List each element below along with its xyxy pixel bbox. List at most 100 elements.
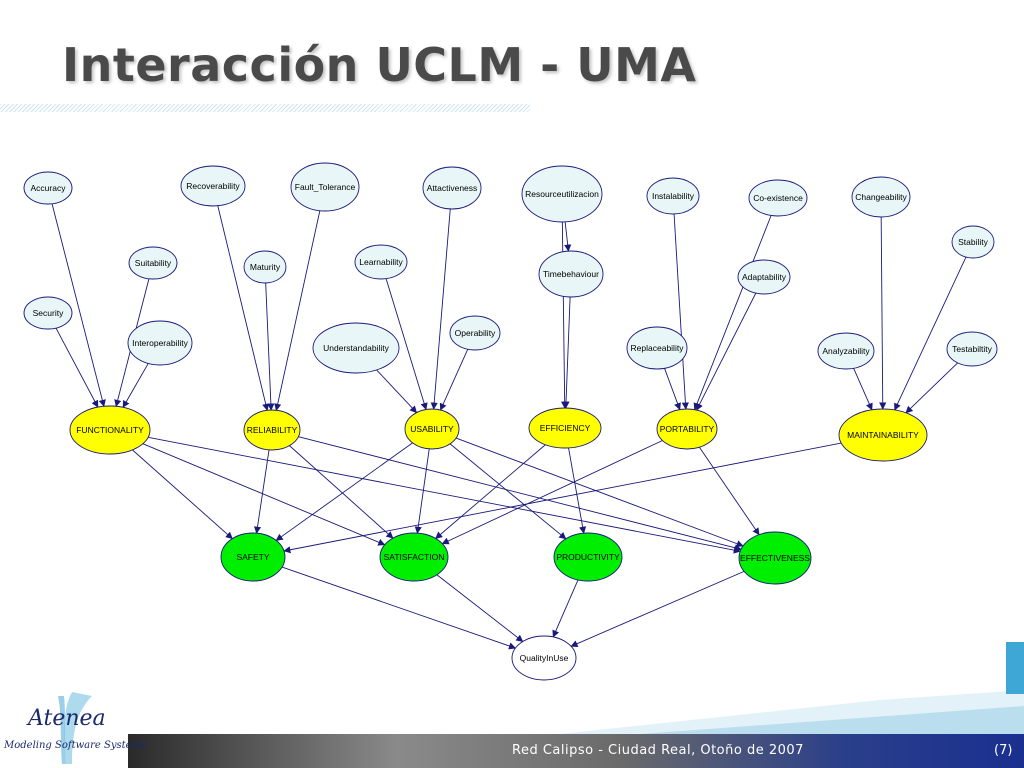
node-replaceability-label: Replaceability — [631, 343, 685, 353]
node-safety: SAFETY — [220, 532, 286, 582]
node-attractiveness-label: Attactiveness — [427, 183, 478, 193]
edge-usability-to-satisfaction — [414, 448, 430, 534]
edge-usability-to-effectiveness — [455, 437, 744, 548]
node-understandability-shape — [312, 322, 400, 374]
edge-functionality-to-safety — [132, 449, 233, 540]
node-resourceutilization-shape — [521, 165, 603, 223]
node-accuracy-shape — [23, 171, 73, 205]
slide-title: Interacción UCLM - UMA — [62, 38, 697, 92]
edge-portability-to-effectiveness — [699, 446, 760, 536]
node-maturity-label: Maturity — [250, 262, 281, 272]
diagram-edges — [51, 203, 967, 650]
node-stability-shape — [951, 225, 995, 259]
node-learnability-label: Learnability — [359, 257, 403, 267]
node-changeability-label: Changeability — [855, 192, 907, 202]
edge-maintainability-to-safety — [283, 442, 842, 554]
node-understandability: Understandability — [312, 322, 400, 374]
node-instalability-shape — [646, 177, 700, 215]
node-coexistence: Co-existence — [748, 179, 808, 217]
node-operability: Operability — [449, 315, 501, 351]
node-accuracy: Accuracy — [23, 171, 73, 205]
node-effectiveness: EFFECTIVENESS — [738, 531, 812, 585]
node-productivity: PRODUCTIVITY — [553, 532, 623, 582]
node-interoperability-shape — [127, 320, 193, 366]
edge-resourceutilization-to-efficiency — [561, 221, 569, 409]
node-learnability-shape — [354, 244, 408, 280]
node-portability-shape — [656, 408, 718, 450]
node-attractiveness-shape — [422, 166, 482, 210]
node-effectiveness-shape — [738, 531, 812, 585]
node-testability-label: Testabiltity — [952, 344, 992, 354]
edge-timebehaviour-to-efficiency — [562, 296, 571, 409]
node-usability: USABILITY — [404, 408, 460, 450]
node-productivity-shape — [553, 532, 623, 582]
node-adaptability-shape — [737, 259, 791, 295]
edge-security-to-functionality — [55, 327, 99, 408]
node-productivity-label: PRODUCTIVITY — [556, 552, 620, 562]
edge-satisfaction-to-qualityinuse — [436, 574, 524, 642]
edge-coexistence-to-portability — [693, 215, 772, 411]
node-functionality-shape — [69, 405, 151, 455]
edge-learnability-to-usability — [385, 278, 428, 411]
node-analyzability: Analyzability — [817, 332, 875, 370]
node-suitability: Suitability — [128, 246, 178, 280]
edge-resourceutilization-to-timebehaviour — [564, 221, 572, 252]
page-number: (7) — [994, 743, 1013, 758]
edge-instalability-to-portability — [673, 213, 690, 410]
edge-reliability-to-safety — [253, 449, 270, 534]
node-timebehaviour: Timebehaviour — [538, 250, 604, 298]
node-understandability-label: Understandability — [323, 343, 389, 353]
node-qualityinuse-shape — [511, 635, 577, 681]
node-satisfaction: SATISFACTION — [379, 532, 449, 582]
node-security-label: Security — [33, 308, 64, 318]
node-maintainability-label: MAINTAINABILITY — [847, 430, 919, 440]
edge-analyzability-to-maintainability — [853, 368, 873, 411]
edge-portability-to-satisfaction — [441, 440, 663, 545]
edge-safety-to-qualityinuse — [281, 566, 517, 650]
edge-reliability-to-satisfaction — [289, 445, 394, 539]
node-portability: PORTABILITY — [656, 408, 718, 450]
node-instalability: Instalability — [646, 177, 700, 215]
node-adaptability-label: Adaptability — [742, 272, 787, 282]
node-interoperability: Interoperability — [127, 320, 193, 366]
node-satisfaction-label: SATISFACTION — [384, 552, 445, 562]
node-suitability-label: Suitability — [135, 258, 172, 268]
node-testability-shape — [946, 331, 998, 367]
edge-usability-to-safety — [275, 442, 413, 541]
node-security: Security — [23, 296, 73, 330]
node-learnability: Learnability — [354, 244, 408, 280]
node-coexistence-shape — [748, 179, 808, 217]
node-changeability: Changeability — [851, 176, 911, 218]
node-suitability-shape — [128, 246, 178, 280]
node-changeability-shape — [851, 176, 911, 218]
edge-stability-to-maintainability — [894, 256, 967, 411]
node-recoverability-shape — [180, 165, 246, 207]
node-satisfaction-shape — [379, 532, 449, 582]
edge-replaceability-to-portability — [664, 368, 681, 411]
node-instalability-label: Instalability — [652, 191, 695, 201]
node-efficiency-label: EFFICIENCY — [540, 423, 591, 433]
edge-changeability-to-maintainability — [879, 216, 887, 410]
node-analyzability-shape — [817, 332, 875, 370]
node-stability: Stability — [951, 225, 995, 259]
edge-attractiveness-to-usability — [430, 208, 451, 410]
node-timebehaviour-label: Timebehaviour — [543, 269, 599, 279]
node-stability-label: Stability — [958, 237, 989, 247]
edge-maturity-to-reliability — [265, 282, 275, 411]
node-maintainability: MAINTAINABILITY — [838, 408, 928, 462]
node-operability-shape — [449, 315, 501, 351]
node-efficiency: EFFICIENCY — [528, 407, 602, 449]
node-portability-label: PORTABILITY — [660, 424, 715, 434]
node-testability: Testabiltity — [946, 331, 998, 367]
node-resourceutilization: Resourceutilizacion — [521, 165, 603, 223]
edge-efficiency-to-productivity — [568, 447, 587, 534]
node-maturity-shape — [243, 250, 287, 284]
node-replaceability-shape — [626, 326, 688, 370]
edge-usability-to-productivity — [449, 443, 567, 540]
node-fault_tolerance-shape — [290, 162, 360, 212]
node-resourceutilization-label: Resourceutilizacion — [525, 189, 599, 199]
edge-testability-to-maintainability — [905, 362, 958, 414]
logo-name: Atenea — [28, 706, 106, 731]
